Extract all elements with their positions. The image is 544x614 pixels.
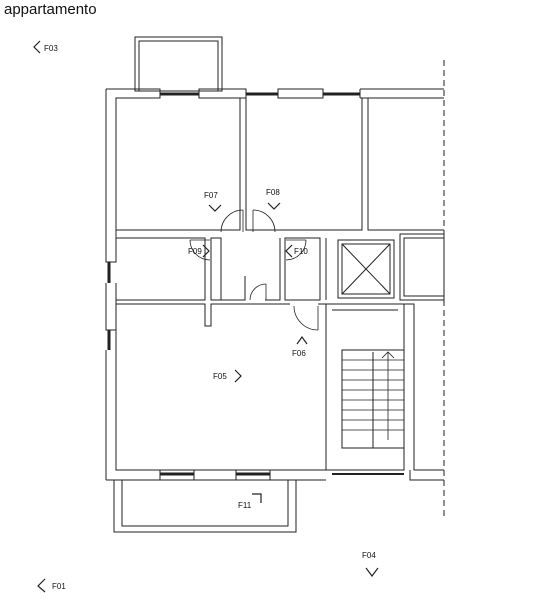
marker-label-F01: F01 bbox=[52, 582, 66, 591]
marker-F08[interactable]: F08 bbox=[266, 188, 281, 210]
marker-label-F11: F11 bbox=[238, 501, 252, 510]
balcony-top bbox=[134, 36, 223, 92]
marker-F05[interactable]: F05 bbox=[213, 369, 242, 383]
marker-F07[interactable]: F07 bbox=[204, 191, 222, 212]
stair-treads bbox=[342, 351, 404, 440]
marker-F03[interactable]: F03 bbox=[33, 40, 58, 54]
viewpoint-arrow-icon bbox=[234, 369, 242, 383]
marker-label-F10: F10 bbox=[294, 247, 308, 256]
viewpoint-arrow-icon bbox=[33, 40, 41, 54]
viewpoint-arrow-icon bbox=[202, 244, 210, 258]
marker-F06[interactable]: F06 bbox=[292, 335, 308, 358]
balcony-bottom bbox=[113, 479, 297, 533]
marker-F11[interactable]: F11 bbox=[238, 493, 262, 510]
viewpoint-arrow-icon bbox=[296, 335, 308, 345]
marker-label-F07: F07 bbox=[204, 191, 218, 200]
marker-label-F03: F03 bbox=[44, 44, 58, 53]
viewpoint-arrow-icon bbox=[285, 244, 293, 258]
marker-label-F08: F08 bbox=[266, 188, 280, 197]
marker-label-F06: F06 bbox=[292, 349, 306, 358]
marker-F01[interactable]: F01 bbox=[37, 578, 66, 593]
marker-label-F05: F05 bbox=[213, 372, 227, 381]
marker-F10[interactable]: F10 bbox=[285, 244, 308, 258]
marker-F04[interactable]: F04 bbox=[362, 551, 379, 577]
viewpoint-arrow-icon bbox=[37, 578, 46, 593]
viewpoint-arrow-icon bbox=[252, 493, 262, 503]
walls bbox=[105, 36, 445, 533]
viewpoint-arrow-icon bbox=[365, 567, 379, 577]
doors bbox=[189, 209, 319, 331]
viewpoint-arrow-icon bbox=[208, 204, 222, 212]
viewpoint-arrow-icon bbox=[267, 202, 281, 210]
marker-label-F04: F04 bbox=[362, 551, 376, 560]
marker-F09[interactable]: F09 bbox=[188, 244, 210, 258]
plan-title: appartamento bbox=[4, 1, 97, 18]
marker-label-F09: F09 bbox=[188, 247, 202, 256]
